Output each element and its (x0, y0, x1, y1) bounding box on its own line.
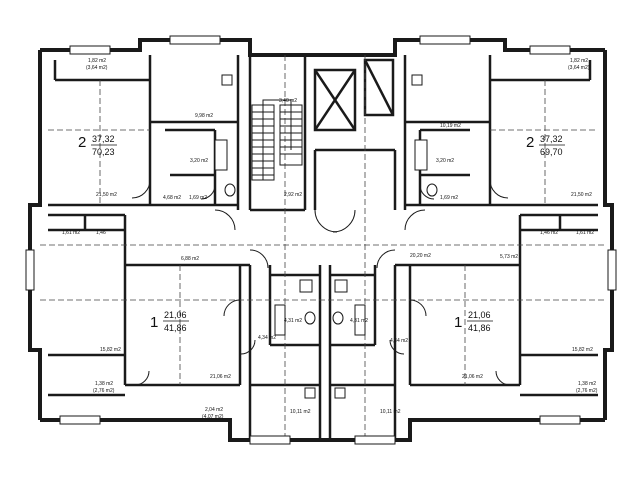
area-label: 20,20 m2 (410, 253, 431, 259)
area-label: 21,50 m2 (96, 192, 117, 198)
area-label: (3,64 m2) (568, 65, 590, 71)
area-label: 1,46 m2 (540, 230, 558, 236)
area-label: 6,88 m2 (181, 256, 199, 262)
stove-icon (221, 74, 233, 86)
area-label: 2,92 m2 (284, 192, 302, 198)
area-label: 3,40 m2 (279, 98, 297, 104)
toilet-icon (332, 311, 344, 325)
area-label: 5,73 m2 (500, 254, 518, 260)
apartment-label-mid-left: 1 21,06 41,86 (150, 310, 189, 333)
area-label: (3,64 m2) (86, 65, 108, 71)
area-label: 1,46 (96, 230, 106, 236)
area-label: 1,38 m2 (578, 381, 596, 387)
area-label: 10,19 m2 (440, 123, 461, 129)
area-label: 9,98 m2 (195, 113, 213, 119)
area-label: 21,50 m2 (571, 192, 592, 198)
apartment-label-mid-right: 1 21,06 41,86 (454, 310, 493, 333)
apartment-rooms: 2 (78, 134, 86, 151)
sanitary-fixtures (214, 74, 438, 399)
stove-icon (299, 279, 313, 293)
area-label: 1,61 m2 (62, 230, 80, 236)
apartment-label-top-right: 2 37,32 69,70 (526, 134, 565, 157)
room-area-labels: 1,82 m2 (3,64 m2) 1,82 m2 (3,64 m2) 9,98… (62, 58, 598, 420)
toilet-icon (426, 183, 438, 197)
bathtub-icon (414, 139, 428, 171)
area-label: 1,82 m2 (88, 58, 106, 64)
bathtub-icon (274, 304, 286, 336)
stove-icon (334, 387, 346, 399)
staircase (251, 99, 303, 181)
apartment-living-area: 37,32 (92, 134, 115, 144)
stove-icon (334, 279, 348, 293)
stove-icon (304, 387, 316, 399)
apartment-total-area: 70,23 (92, 147, 115, 157)
area-label: 4,31 m2 (284, 318, 302, 324)
area-label: 4,68 m2 (163, 195, 181, 201)
area-label: (4,07 m2) (202, 414, 224, 420)
area-label: 1,69 m2 (440, 195, 458, 201)
apartment-living-area: 37,32 (540, 134, 563, 144)
area-label: 3,20 m2 (190, 158, 208, 164)
toilet-icon (304, 311, 316, 325)
apartment-total-area: 41,86 (164, 323, 187, 333)
area-label: 4,34 m2 (258, 335, 276, 341)
area-label: 2,04 m2 (205, 407, 223, 413)
inner-walls (48, 55, 598, 440)
area-label: (2,76 m2) (93, 388, 115, 394)
area-label: 1,61 m2 (576, 230, 594, 236)
apartment-rooms: 1 (454, 314, 462, 331)
apartment-living-area: 21,06 (164, 310, 187, 320)
area-label: 21,06 m2 (462, 374, 483, 380)
bathtub-icon (354, 304, 366, 336)
area-label: 21,06 m2 (210, 374, 231, 380)
apartment-total-area: 41,86 (468, 323, 491, 333)
area-label: 1,69 m2 (189, 195, 207, 201)
area-label: 3,20 m2 (436, 158, 454, 164)
top-outer-wall (40, 38, 605, 57)
apartment-label-top-left: 2 37,32 70,23 (78, 134, 117, 157)
toilet-icon (224, 183, 236, 197)
area-label: (2,76 m2) (576, 388, 598, 394)
windows (25, 35, 617, 445)
area-label: 15,82 m2 (572, 347, 593, 353)
area-label: 4,34 m2 (390, 338, 408, 344)
area-label: 10,11 m2 (380, 409, 401, 415)
apartment-rooms: 2 (526, 134, 534, 151)
area-label: 4,31 m2 (350, 318, 368, 324)
apartment-rooms: 1 (150, 314, 158, 331)
area-label: 1,38 m2 (95, 381, 113, 387)
area-label: 1,82 m2 (570, 58, 588, 64)
area-label: 15,82 m2 (100, 347, 121, 353)
stove-icon (411, 74, 423, 86)
door-swings (131, 179, 511, 386)
apartment-living-area: 21,06 (468, 310, 491, 320)
apartment-total-area: 69,70 (540, 147, 563, 157)
bathtub-icon (214, 139, 228, 171)
area-label: 10,11 m2 (290, 409, 311, 415)
